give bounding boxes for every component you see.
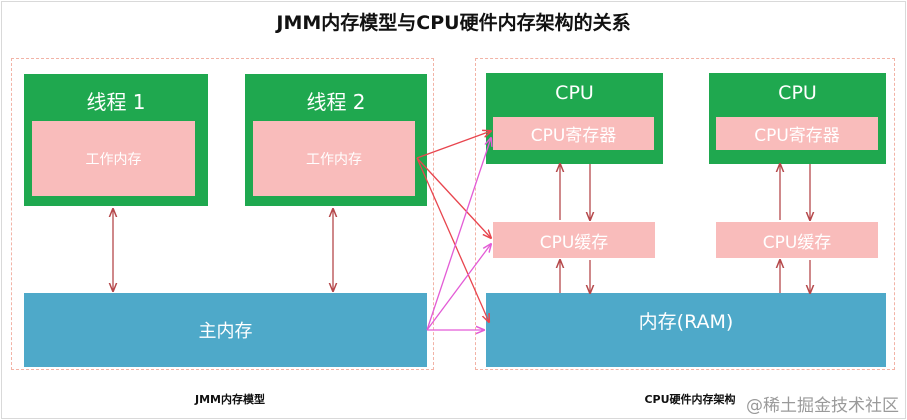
cpu-1-register: CPU寄存器 xyxy=(493,117,654,150)
jmm-panel xyxy=(11,58,434,370)
workmem-to-register-arrow xyxy=(416,131,491,159)
jmm-caption: JMM内存模型 xyxy=(195,393,265,406)
workmem-to-ram-arrow xyxy=(416,157,489,322)
cpu-2-label: CPU xyxy=(778,82,817,104)
cpu-2-register: CPU寄存器 xyxy=(716,117,878,150)
workmem-to-cache-arrow xyxy=(416,157,491,238)
thread-1-label: 线程 1 xyxy=(86,90,146,114)
cpu-arch-caption: CPU硬件内存架构 xyxy=(644,393,736,406)
cpu-2-cache: CPU缓存 xyxy=(716,222,878,258)
thread-2-label: 线程 2 xyxy=(306,90,366,114)
cpu-1-cache: CPU缓存 xyxy=(493,222,655,258)
ram-box: 内存(RAM) xyxy=(486,293,886,367)
cpu-1-label: CPU xyxy=(555,82,594,104)
main-to-register-arrow xyxy=(426,138,491,331)
thread-1-work-memory: 工作内存 xyxy=(32,121,195,196)
diagram-title: JMM内存模型与CPU硬件内存架构的关系 xyxy=(276,12,631,34)
main-to-cache-arrow xyxy=(426,244,491,331)
cpu-arch-panel xyxy=(475,58,895,370)
watermark-text: @稀土掘金技术社区 xyxy=(746,396,899,416)
main-memory-box: 主内存 xyxy=(24,293,427,367)
thread-2-work-memory: 工作内存 xyxy=(253,121,415,196)
